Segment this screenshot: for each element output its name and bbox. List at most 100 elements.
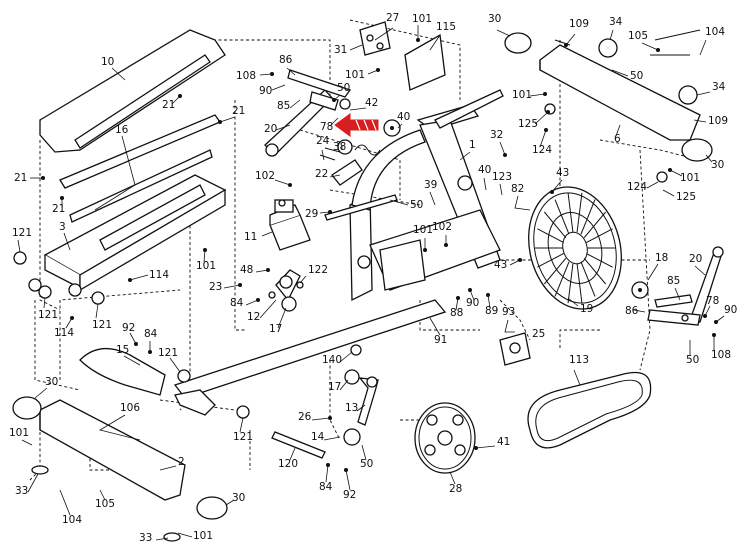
flywheel-spoke xyxy=(543,211,567,239)
leader-c17b xyxy=(339,379,349,391)
leader-c121d xyxy=(169,357,181,373)
callout-93: 93 xyxy=(502,306,515,318)
leader-c104a xyxy=(699,39,707,56)
callout-14: 14 xyxy=(311,431,325,443)
leader-c31 xyxy=(349,44,363,51)
callout-50: 50 xyxy=(630,70,643,82)
flywheel-spoke xyxy=(576,192,583,233)
leader-c19 xyxy=(567,297,579,307)
leader-c85b xyxy=(674,287,681,301)
callout-122: 122 xyxy=(308,264,328,276)
callout-43: 43 xyxy=(494,259,507,271)
callout-114: 114 xyxy=(54,327,74,339)
leader-c114a xyxy=(129,274,149,281)
callout-101: 101 xyxy=(512,89,532,101)
callout-124: 124 xyxy=(627,181,647,193)
leader-c17a xyxy=(277,307,287,329)
flywheel-spoke xyxy=(537,253,564,268)
callout-85: 85 xyxy=(277,100,290,112)
callout-113: 113 xyxy=(569,354,589,366)
leader-c26 xyxy=(311,417,331,421)
leader-c105a xyxy=(641,42,659,51)
leader-c90b xyxy=(469,289,475,301)
callout-30: 30 xyxy=(232,492,245,504)
callout-33: 33 xyxy=(139,532,152,544)
leader-c115 xyxy=(429,34,441,51)
leader-c89 xyxy=(487,294,491,309)
leader-c43b xyxy=(509,259,521,266)
leader-c105b xyxy=(99,489,106,501)
leader-c85a xyxy=(289,99,301,109)
leader-c30b xyxy=(705,154,713,163)
leader-c15 xyxy=(123,355,141,366)
callout-102: 102 xyxy=(432,221,452,233)
callout-90: 90 xyxy=(724,304,737,316)
callout-31: 31 xyxy=(334,44,347,56)
leader-c84c xyxy=(325,464,329,483)
leader-c18 xyxy=(647,263,659,281)
callout-125: 125 xyxy=(518,118,538,130)
callout-19: 19 xyxy=(580,303,593,315)
callout-50: 50 xyxy=(686,354,699,366)
leader-c34a xyxy=(609,29,614,41)
flywheel-spoke xyxy=(576,263,583,304)
callout-123: 123 xyxy=(492,171,512,183)
callout-6: 6 xyxy=(614,133,621,145)
callout-124: 124 xyxy=(532,144,552,156)
leader-c106 xyxy=(98,414,141,441)
callout-48: 48 xyxy=(240,264,253,276)
flywheel-spokes xyxy=(535,192,615,304)
leader-c84a xyxy=(245,299,259,306)
callout-109: 109 xyxy=(569,18,589,30)
callout-101: 101 xyxy=(196,260,216,272)
callout-121: 121 xyxy=(12,227,32,239)
leader-c48 xyxy=(255,269,269,273)
front-stabilizer xyxy=(504,29,713,183)
leader-c10a xyxy=(111,67,126,81)
callout-11: 11 xyxy=(244,231,257,243)
crank-arm-right xyxy=(343,344,379,446)
leader-c92b xyxy=(345,469,351,491)
callout-140: 140 xyxy=(322,354,342,366)
callout-26: 26 xyxy=(298,411,312,423)
callout-42: 42 xyxy=(365,97,378,109)
callout-23: 23 xyxy=(209,281,222,293)
callout-102: 102 xyxy=(255,170,275,182)
flywheel-spoke xyxy=(586,228,613,243)
leader-c140 xyxy=(339,351,353,363)
callout-29: 29 xyxy=(305,208,318,220)
callout-20: 20 xyxy=(264,123,277,135)
leader-c50e xyxy=(361,444,367,461)
callout-92: 92 xyxy=(343,489,356,501)
callout-13: 13 xyxy=(345,402,358,414)
leader-c92a xyxy=(129,332,137,345)
callout-101: 101 xyxy=(9,427,29,439)
callout-15: 15 xyxy=(116,344,129,356)
leader-c33a xyxy=(27,473,39,493)
callout-84: 84 xyxy=(319,481,333,493)
idler-parts xyxy=(319,119,401,221)
callout-30: 30 xyxy=(488,13,501,25)
leader-c30d xyxy=(225,499,235,506)
leader-c23 xyxy=(223,284,241,289)
callout-121: 121 xyxy=(92,319,112,331)
leader-lines xyxy=(17,25,725,541)
leader-c109b xyxy=(693,119,707,123)
flywheel-spoke xyxy=(554,199,570,235)
highlight-arrow xyxy=(334,113,379,137)
leader-c101h xyxy=(177,532,193,538)
leader-c14 xyxy=(323,436,341,441)
leader-c90a xyxy=(271,84,286,91)
callout-114: 114 xyxy=(149,269,169,281)
leader-c78b xyxy=(704,305,711,317)
callout-108: 108 xyxy=(236,70,256,82)
callout-84: 84 xyxy=(144,328,158,340)
leader-c123 xyxy=(499,183,503,196)
axle-120 xyxy=(271,431,326,459)
leader-c125a xyxy=(534,111,549,125)
callout-10: 10 xyxy=(101,56,114,68)
callout-88: 88 xyxy=(450,307,463,319)
leader-c40b xyxy=(483,177,487,191)
